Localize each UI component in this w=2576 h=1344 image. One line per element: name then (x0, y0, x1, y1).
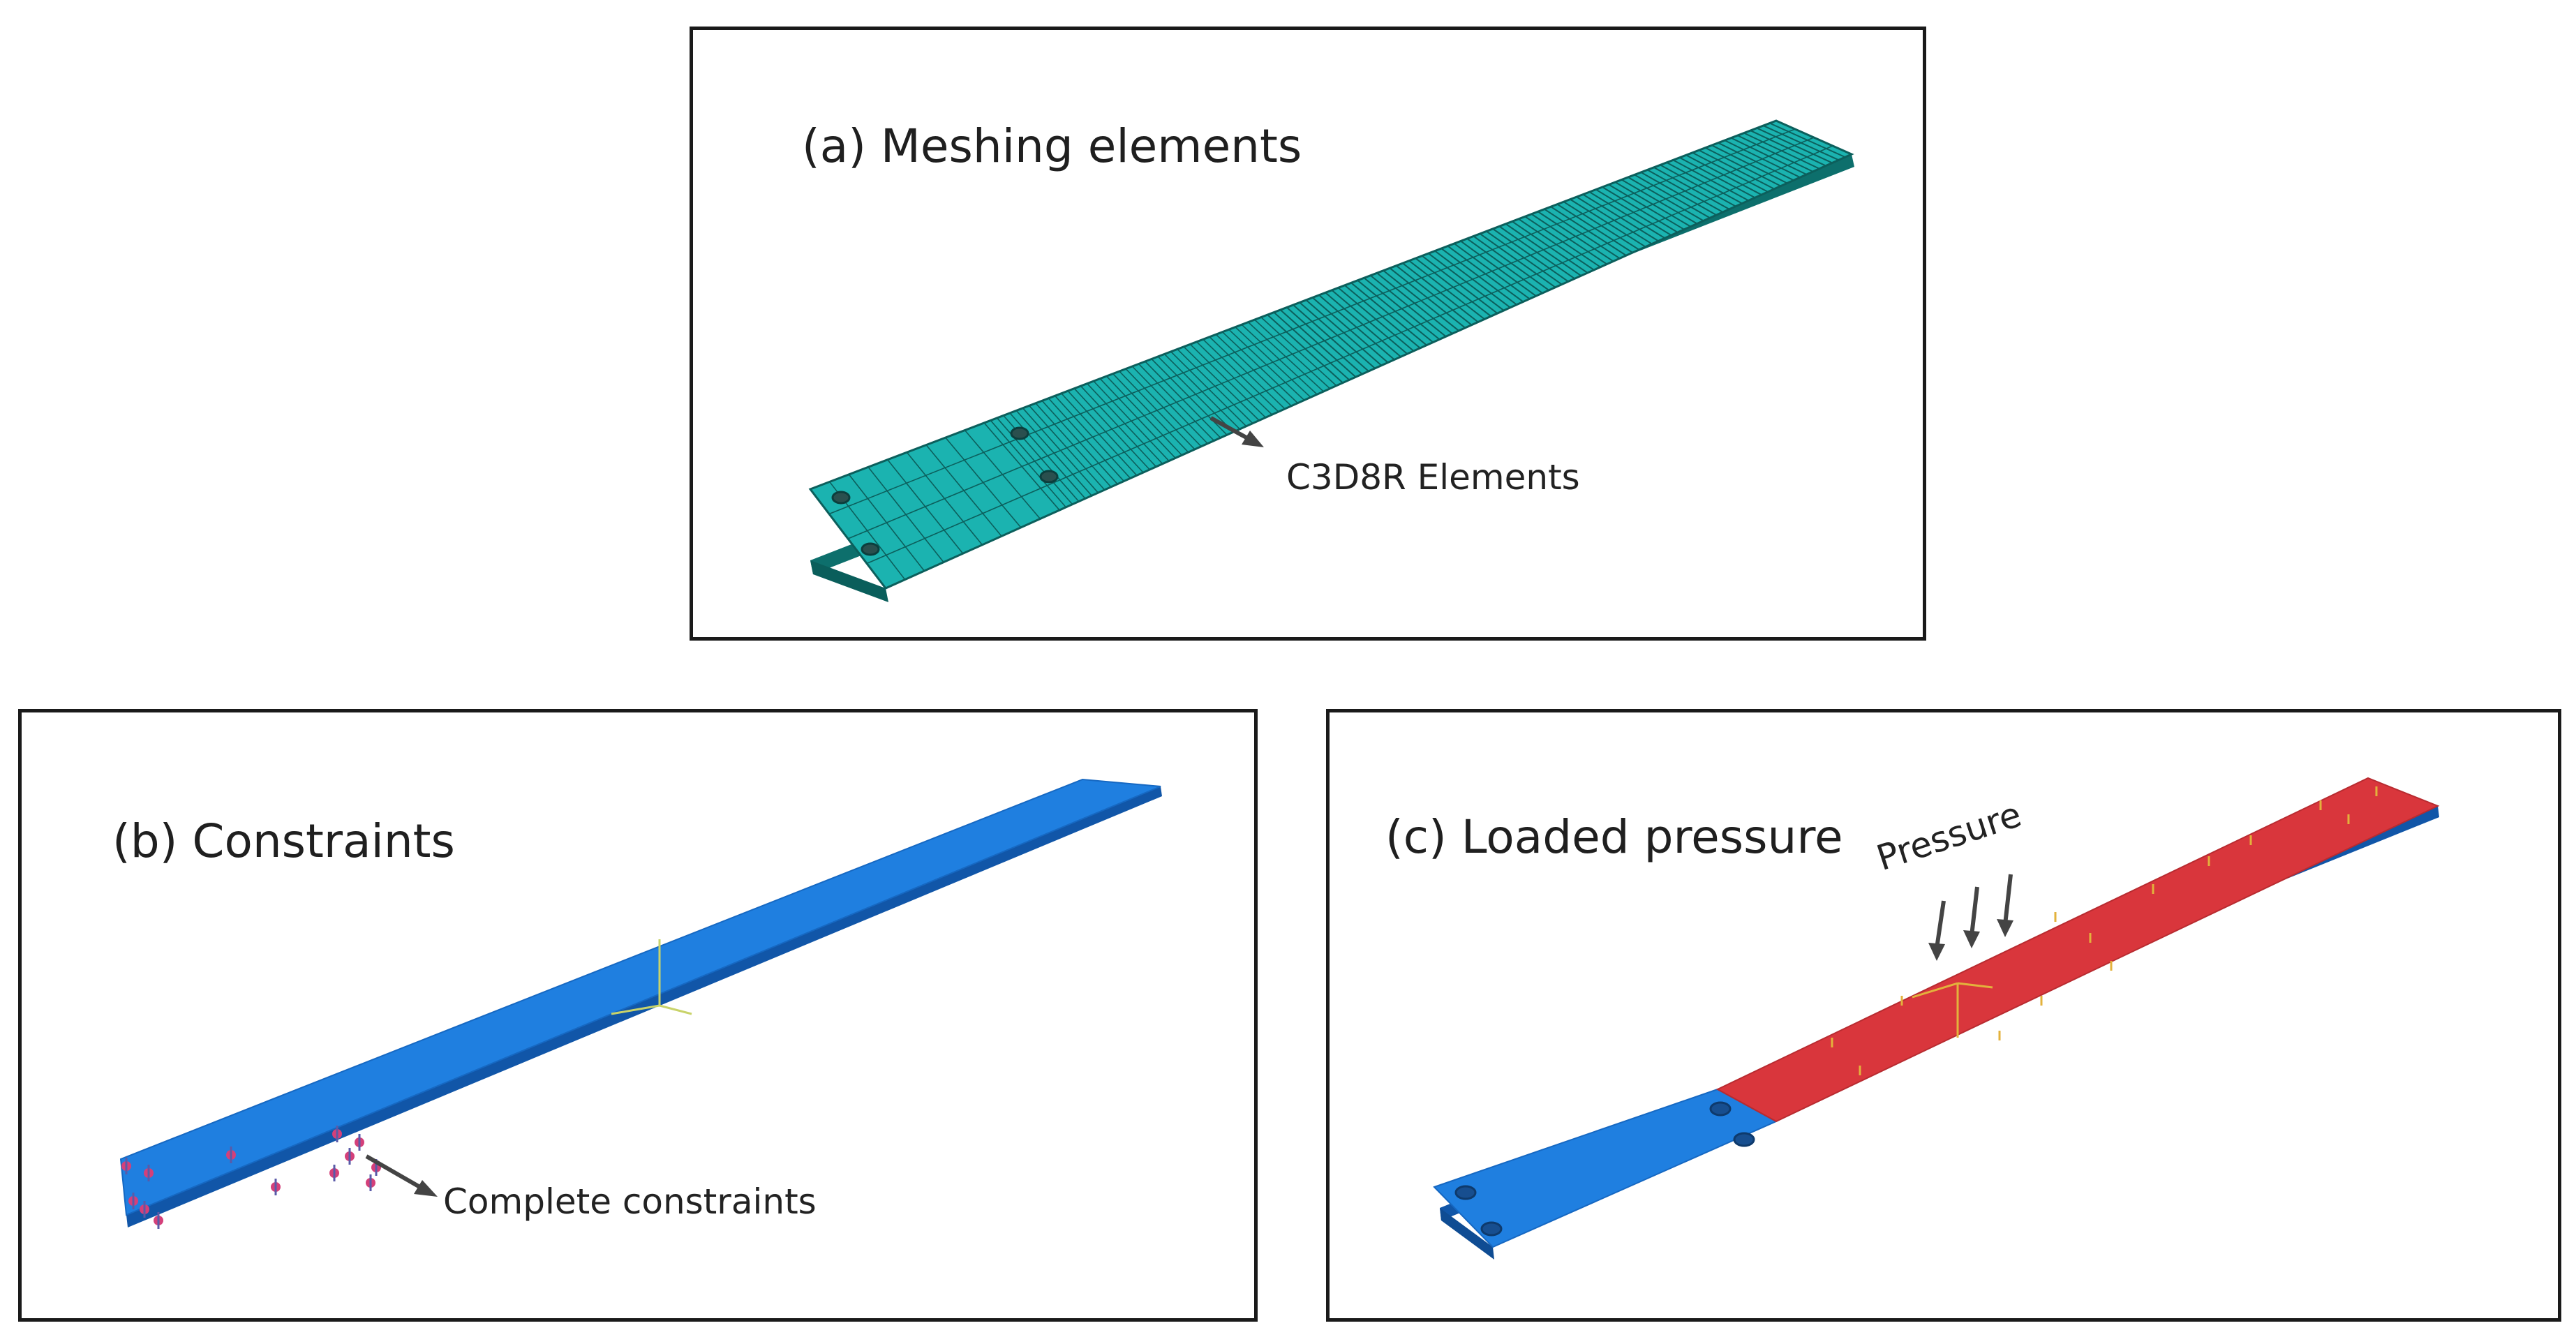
loaded-plate (1433, 777, 2440, 1260)
plate-side-face (126, 786, 1162, 1227)
panel-title: (c) Loaded pressure (1385, 810, 1843, 864)
mesh-line (828, 128, 1796, 515)
plate-end-face (810, 560, 888, 602)
panel-loaded-pressure: (c) Loaded pressure Pressure (1326, 709, 2561, 1322)
bolt-hole (1039, 470, 1059, 484)
bolt-holes (1454, 1101, 1755, 1237)
mesh-line (866, 145, 1833, 565)
constraint-markers (121, 1126, 381, 1229)
coordinate-axes (1912, 982, 1993, 1038)
pressure-load-markers (1831, 786, 2378, 1075)
bolt-hole (1010, 426, 1029, 440)
bolt-hole (1480, 1221, 1503, 1237)
pressure-arrows (1928, 874, 2013, 961)
annotation-label: C3D8R Elements (1286, 457, 1580, 498)
pressure-diagram (1433, 777, 2440, 1260)
blue-plate (119, 778, 1162, 1227)
mesh-line (847, 137, 1815, 539)
bolt-hole (831, 491, 851, 505)
annotation-arrow (365, 1154, 438, 1197)
pressure-region (1715, 777, 2440, 1123)
bolt-hole (1454, 1185, 1477, 1200)
pressure-arrow-head (1963, 930, 1980, 948)
constraints-diagram (119, 778, 1162, 1229)
panel-meshing-elements: (a) Meshing elements C3D8R Elements (690, 27, 1926, 641)
plate-top-face (119, 778, 1161, 1216)
meshed-plate (808, 119, 1854, 602)
panel-title: (b) Constraints (112, 814, 455, 868)
annotation-arrow (1209, 416, 1264, 447)
pressure-arrow-head (1997, 919, 2013, 937)
pressure-arrow (2003, 874, 2013, 925)
mesh-diagram (808, 119, 1854, 602)
annotation-label: Complete constraints (443, 1181, 817, 1222)
panel-title: (a) Meshing elements (802, 119, 1302, 173)
panel-constraints: (b) Constraints Complete constraints (18, 709, 1258, 1322)
pressure-arrow (1970, 886, 1979, 936)
bolt-hole (861, 542, 880, 556)
pressure-arrow-head (1928, 943, 1945, 961)
bolt-holes (831, 426, 1059, 556)
bolt-hole (1709, 1101, 1732, 1117)
coordinate-axes (611, 939, 692, 1015)
pressure-arrow (1935, 900, 1946, 949)
plate-end-face (1440, 1208, 1494, 1260)
bolt-hole (1733, 1132, 1755, 1147)
